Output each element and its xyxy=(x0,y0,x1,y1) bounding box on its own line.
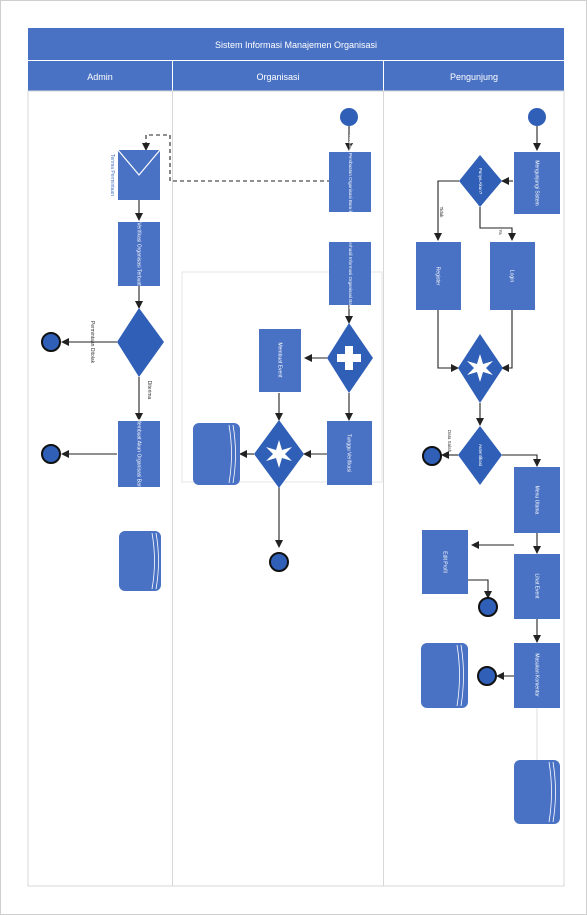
lane-label-admin: Admin xyxy=(87,72,113,82)
pg-datastore-1 xyxy=(421,643,468,708)
pg-task-register xyxy=(416,242,461,310)
pg-task-edit-profile xyxy=(422,530,468,594)
pg-start-event xyxy=(528,108,546,126)
pg-task-visit xyxy=(514,152,560,214)
pg-gateway-auth-label: Autentikasi xyxy=(478,444,483,466)
pg-complex-gateway xyxy=(458,334,503,403)
org-task-event-label: Membuat Event xyxy=(277,342,283,378)
org-complex-gateway xyxy=(254,420,304,488)
edge-label-no-account: Tidak xyxy=(439,207,444,219)
pg-end-auth-failed xyxy=(422,446,442,466)
pool-body xyxy=(27,90,565,887)
admin-end-rejected xyxy=(41,332,61,352)
lane-header-pengunjung xyxy=(384,61,564,91)
pg-task-comment xyxy=(514,643,560,708)
pg-end-comment xyxy=(477,666,497,686)
org-parallel-gateway xyxy=(327,323,373,393)
lane-header-organisasi xyxy=(173,61,383,91)
pg-gateway-account-label: Punya Akun? xyxy=(478,168,483,195)
lane-label-pengunjung: Pengunjung xyxy=(450,72,498,82)
admin-gateway xyxy=(117,308,164,377)
org-datastore xyxy=(193,423,240,485)
pg-task-edit-profile-label: Edit Profil xyxy=(442,551,448,572)
connectors xyxy=(61,126,541,680)
pool-title-bar xyxy=(28,28,564,60)
pg-gateway-auth xyxy=(458,426,502,485)
pg-task-comment-label: Masukan Komentar xyxy=(534,653,540,697)
pg-datastore-2 xyxy=(514,760,560,824)
pg-task-menu xyxy=(514,467,560,533)
admin-task-create xyxy=(118,421,160,487)
admin-end-created xyxy=(41,444,61,464)
admin-message-event xyxy=(117,149,161,200)
pg-task-view-event xyxy=(514,554,560,619)
admin-task-create-label: Membuat Akun Organisasi Baru xyxy=(136,419,142,490)
admin-datastore xyxy=(119,531,161,591)
org-task-verify xyxy=(327,421,372,485)
lane-label-organisasi: Organisasi xyxy=(256,72,299,82)
pool-title: Sistem Informasi Manajemen Organisasi xyxy=(215,40,377,50)
pg-gateway-account xyxy=(459,155,502,207)
edge-label-auth-failed: Data Salah xyxy=(447,430,452,453)
lane-header-admin xyxy=(28,61,172,91)
admin-task-verify xyxy=(118,222,160,286)
org-task-request xyxy=(329,152,371,212)
pg-task-menu-label: Menu Utama xyxy=(534,486,540,515)
edge-label-has-account: Ya xyxy=(498,229,503,235)
org-task-request-label: Request Pembuatan Organisasi Baru ke Adm… xyxy=(348,135,353,230)
org-task-verify-label: Tunggu Verifikasi xyxy=(346,434,352,472)
org-task-event xyxy=(259,329,301,392)
org-start-event xyxy=(340,108,358,126)
pg-task-login-label: Login xyxy=(509,270,515,282)
edge-label-rejected: Permintaan Ditolak xyxy=(89,321,95,364)
org-task-login-label: Berhasil Informasi Organisasi Baru xyxy=(348,239,353,309)
pg-task-register-label: Register xyxy=(435,267,441,286)
org-task-login xyxy=(329,242,371,305)
pg-task-view-event-label: Lihat Event xyxy=(534,573,540,599)
pg-task-login xyxy=(490,242,535,310)
pg-end-edit-profile xyxy=(478,597,498,617)
admin-message-label: Terima Permintaan xyxy=(109,154,115,196)
edge-label-accepted: Diterima xyxy=(146,381,152,400)
admin-task-verify-label: Verifikasi Organisasi Terbuat xyxy=(136,222,142,286)
org-end-event xyxy=(269,552,289,572)
pg-task-visit-label: Mengunjungi Sistem xyxy=(534,160,540,205)
